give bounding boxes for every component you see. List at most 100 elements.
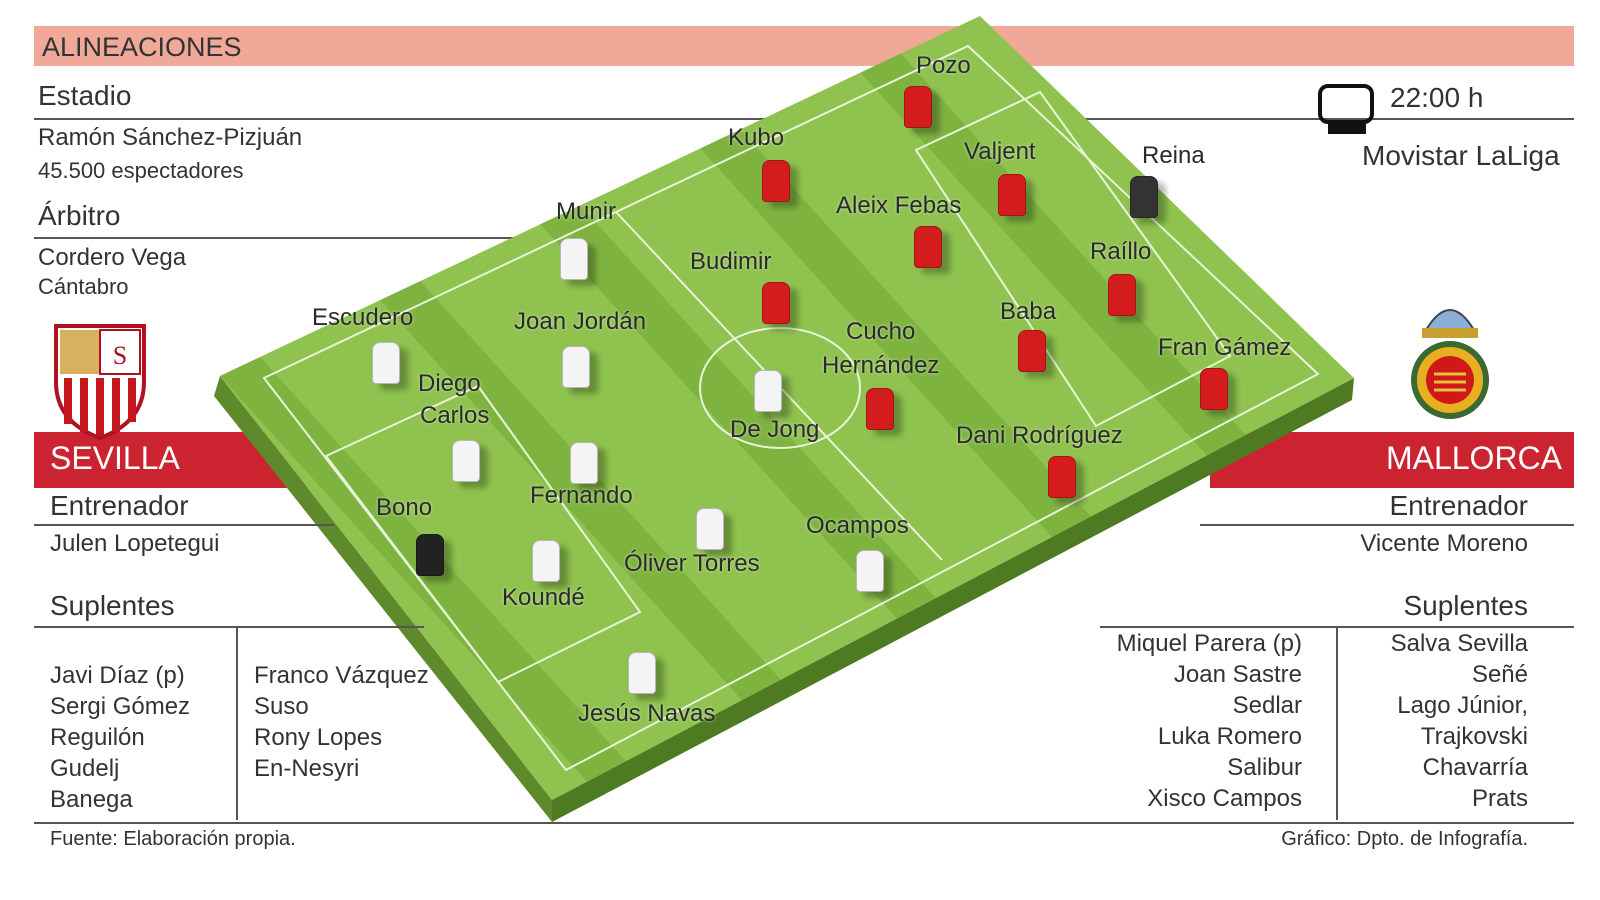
divider [1100,626,1574,628]
pitch-stripe [220,357,640,796]
player-name: Valjent [964,138,1036,165]
player-name: Baba [1000,298,1057,325]
divider [236,628,238,820]
sub-player: Luka Romero [1157,723,1302,750]
sub-player: Sedlar [1232,692,1302,719]
mallorca-crest [1411,309,1489,419]
sub-player: Salva Sevilla [1390,630,1528,657]
pitch-side [552,378,1354,822]
source-note: Fuente: Elaboración propia. [50,828,296,850]
player-figure [560,238,588,280]
sub-player: Javi Díaz (p) [50,662,185,689]
pitch-stripe [700,129,1120,568]
player-name: Kubo [728,124,785,151]
player-figure [866,388,894,430]
credit-note: Gráfico: Dpto. de Infografía. [1281,828,1528,850]
player-figure [762,160,790,202]
away-coach-label: Entrenador [1389,490,1528,521]
sub-player: Xisco Campos [1147,785,1302,812]
sub-player: Rony Lopes [254,724,383,751]
player-name: Cucho [846,318,916,345]
sub-player: Gudelj [50,755,120,782]
estadio-capacity: 45.500 espectadores [38,158,244,183]
player-figure [452,440,480,482]
player-name: Escudero [312,304,414,331]
player-name: Aleix Febas [836,192,962,219]
pitch-surface [220,16,1354,800]
player-figure [762,282,790,324]
player-figure [532,540,560,582]
player-figure [914,226,942,268]
pitch-stripe [540,205,960,644]
arbitro-label: Árbitro [38,200,121,231]
player-name: Hernández [822,352,940,379]
player-figure [696,508,724,550]
player-figure [416,534,444,576]
divider [1200,524,1574,526]
player-name: Koundé [502,584,585,611]
player-name: Pozo [916,52,971,79]
divider [34,822,1574,824]
player-name: De Jong [730,416,820,443]
estadio-name: Ramón Sánchez-Pizjuán [38,124,303,151]
player-name: Budimir [690,248,772,275]
sub-player: Señé [1471,661,1528,688]
away-team-name: MALLORCA [1385,440,1562,476]
sevilla-crest: S [54,324,146,440]
tv-icon [1318,84,1374,124]
player-figure [1108,274,1136,316]
match-time: 22:00 h [1390,82,1484,113]
title-bar: ALINEACIONES [34,26,1574,66]
player-name: Diego [418,370,481,397]
channel: Movistar LaLiga [1362,140,1560,171]
tv-stand-icon [1328,124,1366,134]
player-figure [1200,368,1228,410]
sub-player: Sergi Gómez [50,693,191,720]
player-name: Bono [376,494,433,521]
svg-text:S: S [113,341,127,370]
home-team-name: SEVILLA [50,440,180,476]
sub-player: Prats [1471,785,1528,812]
sub-player: Banega [50,786,133,813]
player-figure [1048,456,1076,498]
player-figure [628,652,656,694]
sub-player: En-Nesyri [254,755,360,782]
player-name: Jesús Navas [578,700,716,727]
divider [34,626,424,628]
sub-player: Lago Júnior, [1397,692,1528,719]
player-figure [1130,176,1158,218]
player-figure [856,550,884,592]
sub-player: Joan Sastre [1173,661,1302,688]
player-name: Munir [556,198,617,225]
player-figure [372,342,400,384]
pitch-stripe [380,281,800,720]
home-coach-label: Entrenador [50,490,189,521]
home-subs-label: Suplentes [50,590,175,621]
player-name: Fernando [530,482,633,509]
player-figure [904,86,932,128]
player-figure [998,174,1026,216]
sub-player: Salibur [1227,754,1302,781]
player-figure [1018,330,1046,372]
arbitro-region: Cántabro [38,274,129,299]
sub-player: Trajkovski [1420,723,1528,750]
estadio-label: Estadio [38,80,132,111]
player-name: Óliver Torres [624,550,760,577]
divider [34,524,334,526]
sub-player: Suso [254,693,309,720]
player-name: Reina [1142,142,1205,169]
sub-player: Chavarría [1422,754,1528,781]
divider [1336,628,1338,820]
player-name: Raíllo [1090,238,1152,265]
pitch-stripe [860,53,1280,492]
player-figure [570,442,598,484]
player-name: Ocampos [806,512,909,539]
arbitro-name: Cordero Vega [38,244,187,271]
divider [34,237,594,239]
